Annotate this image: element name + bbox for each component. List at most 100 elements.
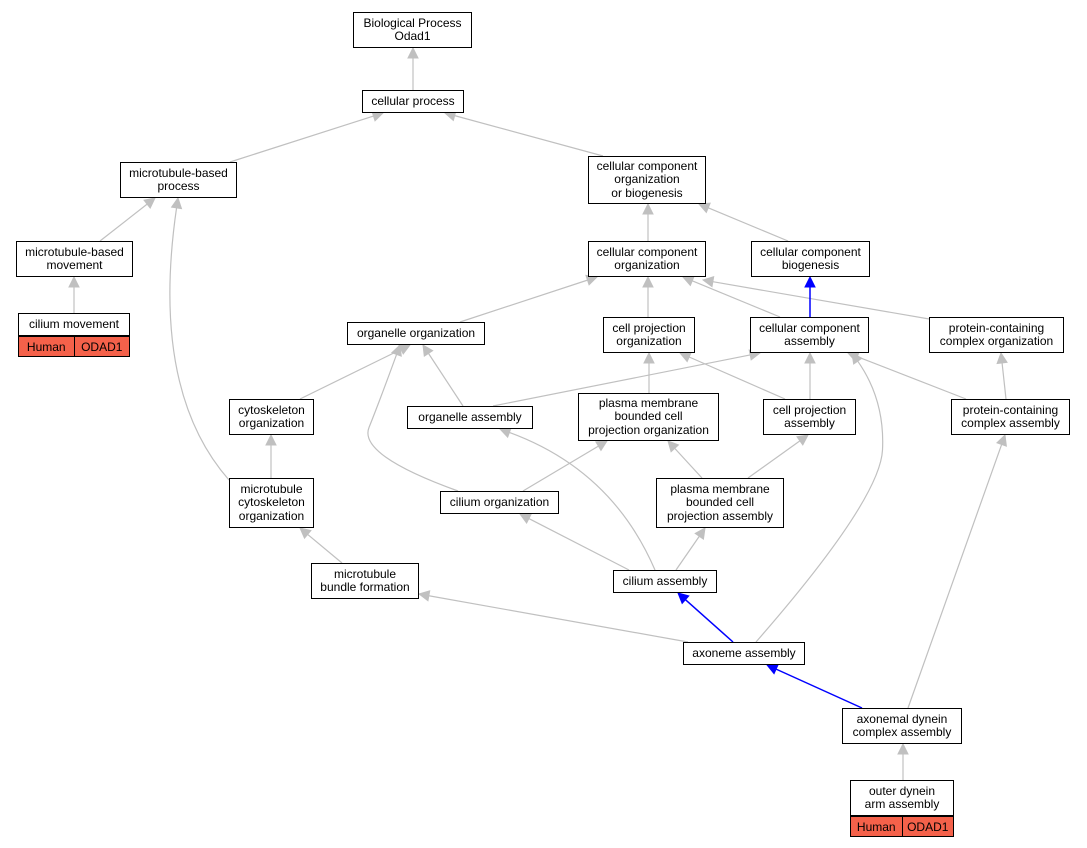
edge-protein-complex-assembly-to-protein-complex-organization [1001,362,1007,400]
node-axoneme-assembly[interactable]: axoneme assembly [683,642,805,665]
arrowhead-axoneme-assembly [765,664,779,675]
edge-cc-assembly-to-cc-organization [692,280,781,318]
edge-cc-biogenesis-to-cc-org-biogenesis [708,207,789,242]
species-tag[interactable]: Human [856,819,896,834]
edge-cell-projection-assembly-to-cell-projection-organization [688,356,786,400]
arrowhead-cc-assembly [804,351,816,364]
node-organelle-assembly[interactable]: organelle assembly [407,406,533,429]
node-label-line: assembly [784,334,835,348]
node-label-line: Biological Process [363,15,462,30]
edge-protein-complex-organization-to-cc-organization [712,281,936,321]
species-tag[interactable]: Human [26,339,66,354]
edge-pm-bounded-cell-projection-assembly-to-cell-projection-assembly [747,440,801,479]
node-label-line: bounded cell [614,409,683,424]
arrowhead-protein-complex-assembly [996,433,1007,447]
edge-axoneme-assembly-to-microtubule-bundle-formation [428,595,689,643]
arrowhead-pm-bounded-cell-projection-assembly [694,527,706,540]
node-label-line: protein-containing [948,320,1045,335]
node-label-line: outer dynein [868,783,936,798]
edge-microtubule-based-process-to-cellular-process [229,115,374,163]
node-label-line: microtubule-based [25,244,124,259]
node-label-line: plasma membrane [598,395,699,410]
node-label-line: or biogenesis [611,185,683,200]
arrowhead-protein-complex-organization [996,351,1008,365]
arrowhead-pm-bounded-cell-projection-org [667,440,680,453]
arrowhead-cc-organization [681,275,695,287]
node-label-line: organization [614,258,680,272]
node-label-line: process [157,179,200,193]
node-cilium-assembly[interactable]: cilium assembly [613,570,717,593]
arrowhead-organelle-organization [390,343,402,357]
node-label-line: movement [46,258,103,272]
arrowhead-cell-projection-organization [643,351,655,364]
node-cilium-movement[interactable]: cilium movement [18,313,130,336]
node-label-line: arm assembly [864,797,940,811]
node-label-line: organization [238,508,305,523]
edge-axonemal-dynein-assembly-to-protein-complex-assembly [907,444,1003,709]
arrowhead-organelle-assembly [498,427,512,439]
edge-cytoskeleton-organization-to-organelle-organization [299,348,402,400]
node-organelle-organization[interactable]: organelle organization [347,322,485,345]
annotation-row-outer-dynein-arm-assembly: Human ODAD1 [850,816,954,837]
edge-microtubule-cytoskeleton-org-to-microtubule-based-process [169,207,230,481]
node-label-line: protein-containing [962,402,1059,417]
arrowhead-cell-projection-organization [678,351,692,363]
edge-microtubule-based-movement-to-microtubule-based-process [99,203,148,242]
arrowhead-microtubule-based-process [170,196,183,210]
gene-tag[interactable]: ODAD1 [901,817,954,836]
node-cilium-organization[interactable]: cilium organization [440,491,559,514]
arrowhead-cell-projection-assembly [796,434,809,446]
node-label-line: microtubule-based [129,165,228,180]
arrowhead-root [407,46,419,59]
node-label-line: complex assembly [852,725,952,739]
node-label-line: projection assembly [666,508,774,523]
node-label-line: cellular component [760,244,861,259]
gene-tag[interactable]: ODAD1 [73,337,130,356]
node-label-line: complex assembly [961,416,1060,430]
node-label-line: microtubule [240,481,303,496]
node-label-line: axoneme assembly [692,645,796,660]
arrowhead-cc-organization [642,275,654,288]
edge-cilium-assembly-to-pm-bounded-cell-projection-assembly [675,535,700,571]
edge-cilium-assembly-to-organelle-assembly [509,431,656,571]
node-label-line: cell projection [612,320,686,335]
node-cellular-process[interactable]: cellular process [362,90,464,113]
arrowhead-microtubule-cytoskeleton-org [299,527,312,540]
node-label-line: cilium movement [28,316,120,331]
arrowhead-cytoskeleton-organization [265,433,277,446]
edge-pm-bounded-cell-projection-assembly-to-pm-bounded-cell-projection-org [674,447,703,479]
node-label-line: cilium organization [449,494,550,509]
edge-cc-org-biogenesis-to-cellular-process [454,115,604,157]
node-label-line: organization [238,416,305,430]
edge-axoneme-assembly-to-cilium-assembly [684,599,734,643]
annotation-row-cilium-movement: Human ODAD1 [18,336,130,357]
arrowhead-cc-assembly [851,352,863,365]
edge-cilium-organization-to-pm-bounded-cell-projection-org [522,445,599,492]
node-label-line: plasma membrane [670,481,770,496]
node-label-line: cilium assembly [622,573,708,588]
arrowhead-pm-bounded-cell-projection-org [595,440,608,452]
node-label-line: microtubule [333,566,397,581]
node-label-line: organization [616,334,682,348]
arrowhead-organelle-organization [422,344,434,357]
edge-microtubule-bundle-formation-to-microtubule-cytoskeleton-org [307,533,343,564]
